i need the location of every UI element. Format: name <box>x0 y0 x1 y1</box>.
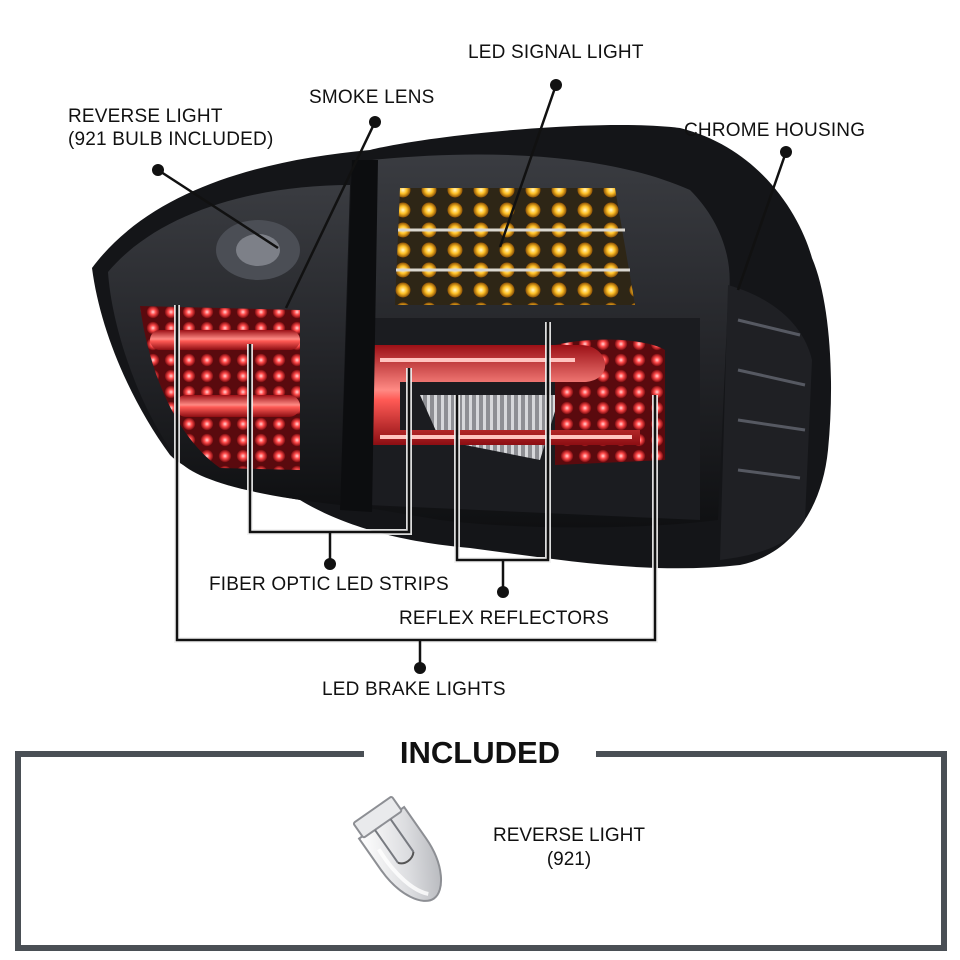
included-title: INCLUDED <box>364 733 596 773</box>
fiber-strip-outer-top <box>150 330 300 350</box>
included-frame <box>15 751 947 951</box>
chrome-housing <box>720 285 812 560</box>
bulb-921-image <box>352 796 443 902</box>
label-reflex-reflectors: REFLEX REFLECTORS <box>399 608 609 629</box>
signal-leds <box>395 188 635 305</box>
included-item-code: (921) <box>546 849 592 870</box>
fiber-strip-inner <box>368 345 640 445</box>
label-fiber-optic-led-strips: FIBER OPTIC LED STRIPS <box>209 574 449 595</box>
included-item-name: REVERSE LIGHT <box>492 825 646 846</box>
label-reverse-light: REVERSE LIGHT <box>68 106 223 127</box>
included-item-label: REVERSE LIGHT (921) <box>484 824 654 872</box>
label-led-signal-light: LED SIGNAL LIGHT <box>468 42 644 63</box>
label-reverse-light-bulb: (921 BULB INCLUDED) <box>68 129 274 150</box>
label-smoke-lens: SMOKE LENS <box>309 87 435 108</box>
label-led-brake-lights: LED BRAKE LIGHTS <box>322 679 506 700</box>
fiber-strip-outer-bottom <box>175 395 300 417</box>
label-chrome-housing: CHROME HOUSING <box>684 120 866 141</box>
